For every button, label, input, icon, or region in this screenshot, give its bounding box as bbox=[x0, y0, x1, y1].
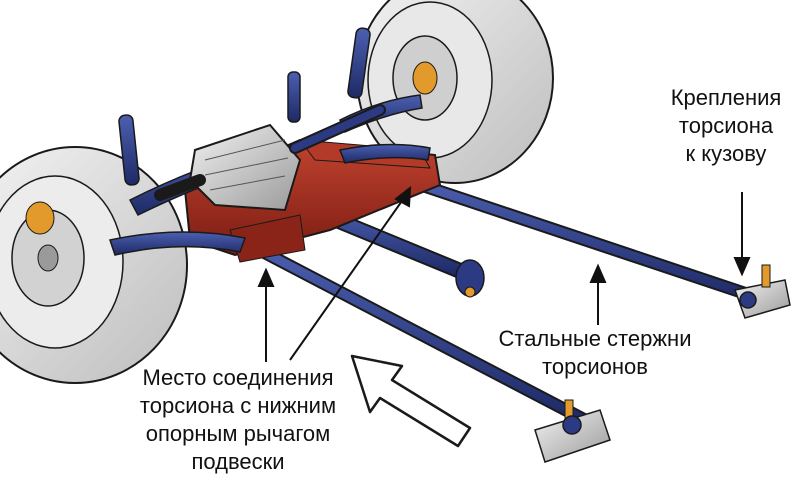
body-mount-label-line-2: торсиона bbox=[678, 113, 774, 138]
torsion-bars bbox=[243, 171, 772, 427]
front-body-mount bbox=[534, 399, 611, 463]
direction-arrow-icon bbox=[350, 354, 472, 448]
body-mount-label-line-3: к кузову bbox=[685, 141, 767, 166]
joint-label-line-4: подвески bbox=[191, 449, 285, 474]
joint-label: Место соединения торсиона с нижним опорн… bbox=[118, 364, 358, 476]
rear-body-mount bbox=[734, 264, 791, 319]
steel-rods-label: Стальные стержни торсионов bbox=[476, 325, 714, 381]
joint-pointer-2-icon bbox=[289, 197, 405, 361]
right-wheel bbox=[356, 0, 554, 184]
steel-rods-label-line-2: торсионов bbox=[542, 354, 648, 379]
pointer-arrows bbox=[257, 185, 751, 362]
joint-label-line-2: торсиона с нижним bbox=[139, 393, 337, 418]
joint-label-line-3: опорным рычагом bbox=[145, 421, 331, 446]
body-mount-label: Крепления торсиона к кузову bbox=[652, 84, 800, 168]
gearbox bbox=[154, 104, 386, 212]
body-mount-label-line-1: Крепления bbox=[670, 85, 782, 110]
steel-rods-label-line-1: Стальные стержни bbox=[498, 326, 692, 351]
left-wheel bbox=[0, 146, 188, 384]
joint-label-line-1: Место соединения bbox=[142, 365, 334, 390]
